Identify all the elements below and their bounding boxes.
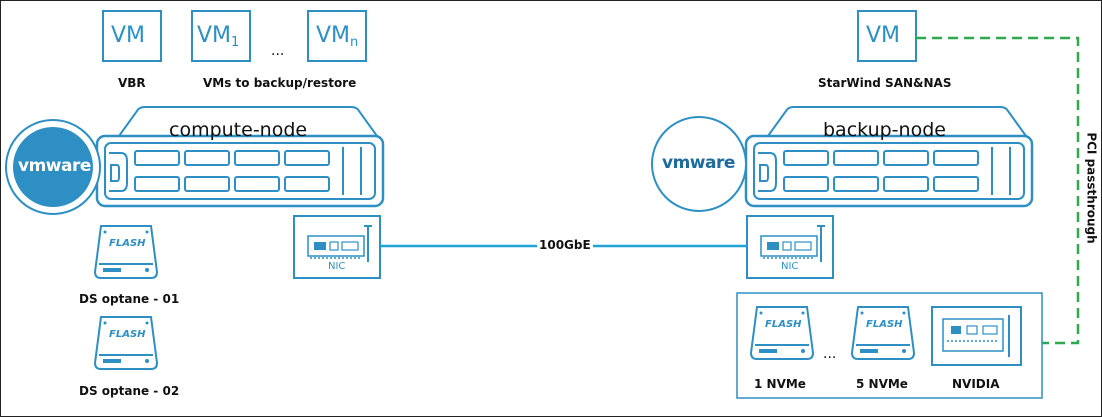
disk-chip-nvme-5: FLASH bbox=[866, 319, 903, 330]
disk-chip-02: FLASH bbox=[109, 329, 146, 340]
vmware-logo-backup-text: vmware bbox=[662, 153, 735, 173]
device-ellipsis: ... bbox=[823, 346, 837, 362]
vm-label-starwind: VM bbox=[866, 23, 901, 48]
disk-label-02: DS optane - 02 bbox=[79, 384, 180, 398]
device-label-nvme-1: 1 NVMe bbox=[754, 377, 806, 391]
disk-chip-nvme-1: FLASH bbox=[765, 319, 802, 330]
vbr-label: VBR bbox=[118, 76, 146, 90]
disk-optane-01 bbox=[94, 225, 158, 279]
vmware-logo-compute-text: vmware bbox=[18, 156, 91, 176]
vm-box-vbr bbox=[102, 10, 162, 62]
vm-box-n bbox=[307, 10, 367, 62]
compute-node-label: compute-node bbox=[169, 119, 308, 141]
vm-box-1 bbox=[191, 10, 251, 62]
backup-node-label: backup-node bbox=[823, 119, 946, 141]
device-label-nvidia: NVIDIA bbox=[952, 377, 1000, 391]
disk-optane-02 bbox=[94, 316, 158, 370]
vm-ellipsis: ... bbox=[271, 43, 285, 59]
device-label-nvme-5: 5 NVMe bbox=[856, 377, 908, 391]
starwind-label: StarWind SAN&NAS bbox=[818, 76, 952, 90]
disk-nvme-1 bbox=[750, 306, 814, 360]
link-100gbe-label: 100GbE bbox=[537, 238, 593, 252]
vmware-logo-backup bbox=[651, 116, 747, 212]
disk-chip-01: FLASH bbox=[109, 238, 146, 249]
disk-label-01: DS optane - 01 bbox=[79, 292, 180, 306]
disk-nvme-5 bbox=[851, 306, 915, 360]
vm-label-n: VMn bbox=[316, 23, 359, 50]
nic-compute-label: NIC bbox=[328, 261, 346, 272]
vms-backup-label: VMs to backup/restore bbox=[203, 76, 357, 90]
pci-passthrough-label: PCI passthrough bbox=[1084, 128, 1099, 248]
vm-box-starwind bbox=[857, 10, 917, 62]
pci-passthrough-path bbox=[916, 36, 1080, 345]
vm-label-1: VM1 bbox=[197, 23, 240, 50]
nic-backup-label: NIC bbox=[781, 261, 799, 272]
vm-label-vbr: VM bbox=[111, 23, 146, 48]
